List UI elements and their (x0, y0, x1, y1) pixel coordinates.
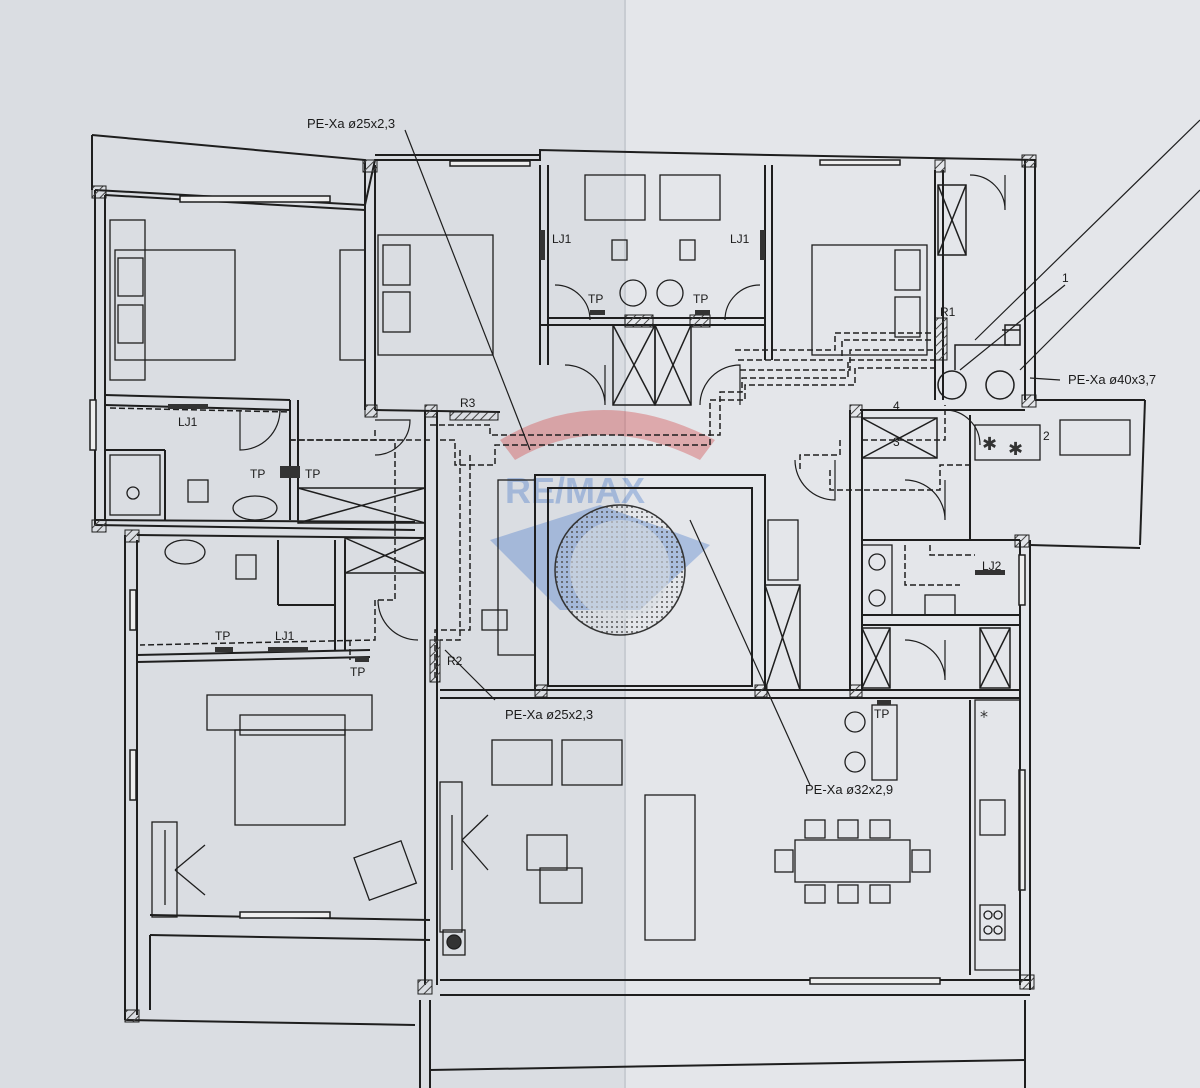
tag-tp-upper-left-b: TP (305, 467, 320, 481)
paper-right (625, 0, 1200, 1088)
boiler-2 (985, 370, 1015, 400)
manifold-r1 (934, 317, 948, 361)
number-2: 2 (1043, 429, 1050, 443)
bed-left (114, 249, 236, 361)
columns (91, 154, 1037, 1023)
dining-table (794, 839, 911, 883)
tag-lj1-upper-left: LJ1 (178, 415, 198, 429)
number-3: 3 (893, 435, 900, 449)
tag-lj2: LJ2 (982, 559, 1002, 573)
plants: ✱ ✱ * (980, 434, 1023, 726)
pipe-label-top: PE-Xa ø25x2,3 (307, 116, 395, 131)
tag-tp-upper-left-a: TP (250, 467, 265, 481)
leader-lines (404, 119, 1200, 786)
windows (89, 159, 1026, 985)
manifold-r3 (449, 411, 499, 421)
svg-text:✱: ✱ (1008, 439, 1023, 460)
svg-text:*: * (980, 707, 988, 726)
furniture (109, 174, 1131, 971)
tag-lj1-bath-left: LJ1 (552, 232, 572, 246)
number-4: 4 (893, 399, 900, 413)
tag-markers (168, 230, 1005, 705)
pipe-label-bottom: PE-Xa ø32x2,9 (805, 782, 893, 797)
tag-lj1-lower: LJ1 (275, 629, 295, 643)
svg-text:✱: ✱ (982, 434, 997, 455)
doors (239, 174, 1006, 681)
tag-r3: R3 (460, 396, 476, 410)
bed-right (811, 244, 928, 356)
pipe-label-right: PE-Xa ø40x3,7 (1068, 372, 1156, 387)
boiler-1 (937, 370, 967, 400)
tag-tp-kitchen: TP (874, 707, 889, 721)
interior-walls (104, 165, 1025, 985)
tag-tp-bath-right: TP (693, 292, 708, 306)
shafts (297, 184, 1011, 691)
manifold-r2 (429, 639, 441, 683)
tag-r1: R1 (940, 305, 956, 319)
tag-r2: R2 (447, 654, 463, 668)
tag-tp-lower-a: TP (215, 629, 230, 643)
tag-tp-lower-b: TP (350, 665, 365, 679)
tag-lj1-bath-right: LJ1 (730, 232, 750, 246)
bed-second (377, 234, 494, 356)
tag-tp-bath-left: TP (588, 292, 603, 306)
bed-master (234, 729, 346, 826)
watermark-text: RE/MAX (505, 470, 645, 511)
paper-left (0, 0, 625, 1088)
pipe-label-middle: PE-Xa ø25x2,3 (505, 707, 593, 722)
manifolds (429, 317, 948, 683)
number-1: 1 (1062, 271, 1069, 285)
nightstands-block (109, 219, 146, 381)
atrium-tree-inner (570, 520, 670, 620)
